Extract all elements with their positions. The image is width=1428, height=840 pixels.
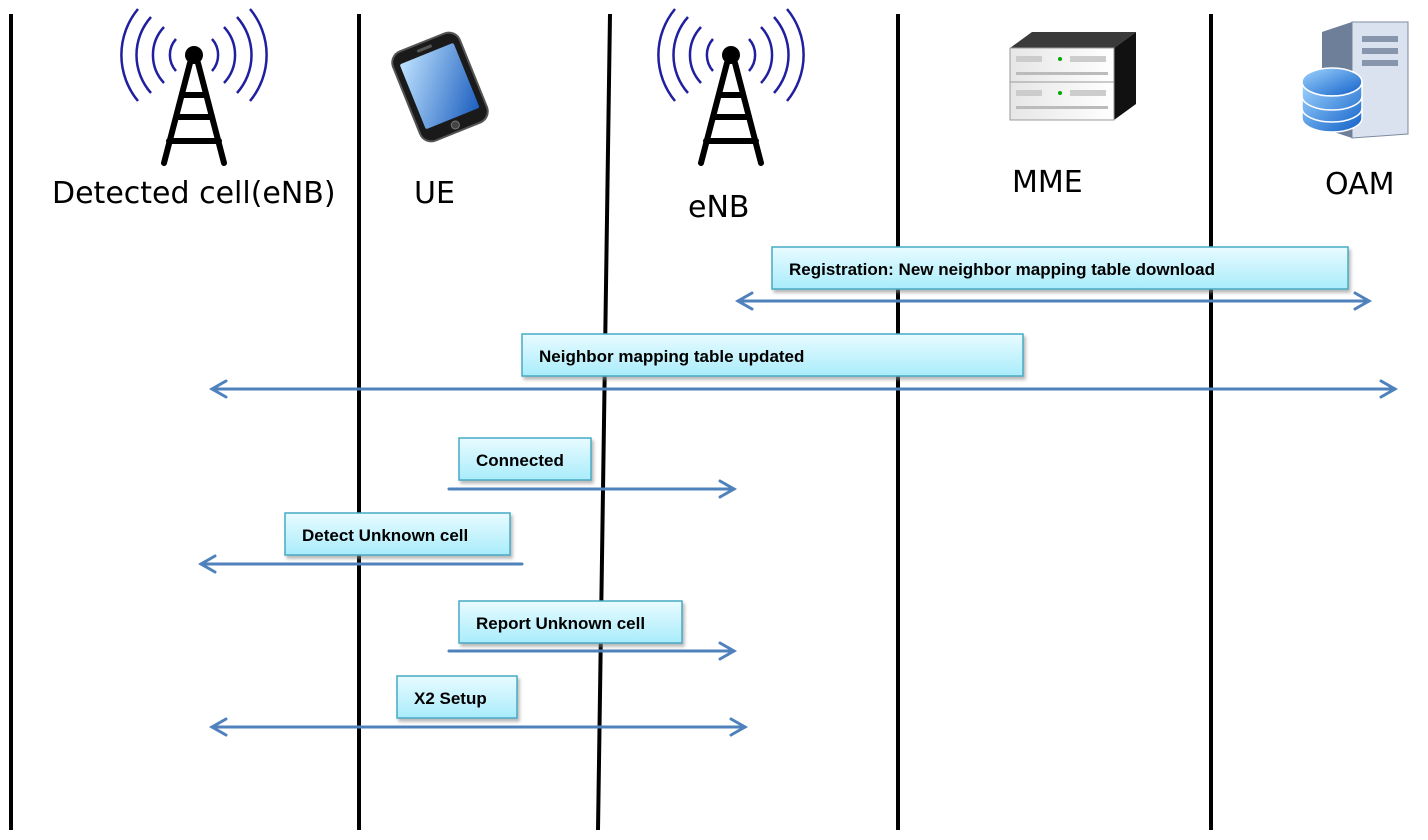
message-label: Detect Unknown cell [302,526,468,545]
message-label: Report Unknown cell [476,614,645,633]
lifelines [9,13,1213,831]
entity-label-detected-cell: Detected cell(eNB) [52,176,336,211]
message-label-box [284,512,511,556]
message-arrow [734,291,1373,311]
message-registration: Registration: New neighbor mapping table… [734,246,1373,311]
entity-label-oam: OAM [1325,167,1395,202]
message-label: Registration: New neighbor mapping table… [789,260,1215,279]
message-connected: Connected [447,437,738,499]
entity-label-enb: eNB [688,190,749,225]
rack-server-icon [1009,32,1136,121]
message-arrow [447,641,738,661]
message-arrow [197,554,524,574]
message-report-unknown-cell: Report Unknown cell [447,600,738,661]
smartphone-icon [391,31,489,143]
message-arrow [208,717,749,737]
message-label-box [521,333,1024,377]
database-server-icon [1301,21,1409,139]
message-label: Neighbor mapping table updated [539,347,804,366]
message-x2-setup: X2 Setup [208,675,749,737]
message-label: Connected [476,451,564,470]
message-neighbor-table-updated: Neighbor mapping table updated [208,333,1399,399]
antenna-tower-icon [657,8,805,166]
message-label-box [396,675,518,719]
message-arrow [447,479,738,499]
message-label-box [458,600,683,644]
antenna-tower-icon [120,8,268,166]
message-arrow [208,379,1399,399]
message-label-box [771,246,1349,290]
message-label-box [458,437,592,481]
lifeline-ue-enb [596,13,612,831]
entity-label-mme: MME [1012,165,1083,200]
entity-label-ue: UE [414,176,455,211]
message-detect-unknown-cell: Detect Unknown cell [197,512,524,574]
message-label: X2 Setup [414,689,487,708]
